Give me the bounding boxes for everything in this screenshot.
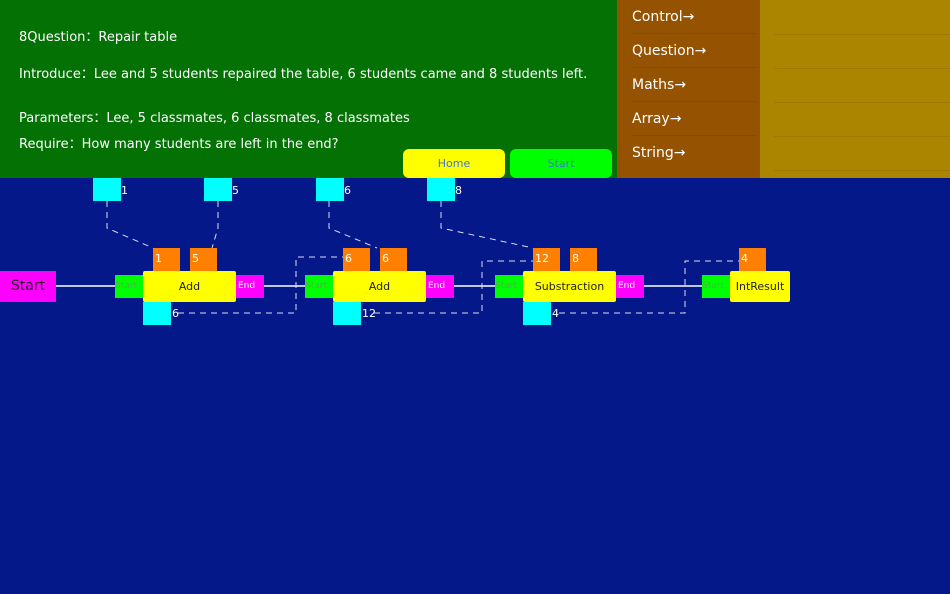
add-block[interactable]: Add: [143, 271, 236, 302]
block-start-port[interactable]: Start: [495, 275, 523, 298]
input-port[interactable]: 6: [380, 248, 407, 271]
input-port[interactable]: 6: [343, 248, 370, 271]
menu-item-control[interactable]: Control→: [632, 0, 757, 34]
block-start-port[interactable]: Start: [115, 275, 143, 298]
category-menu: Control→ Question→ Maths→ Array→ String→: [617, 0, 760, 178]
add-block[interactable]: Add: [333, 271, 426, 302]
input-port[interactable]: 5: [190, 248, 217, 271]
question-introduce: Introduce：Lee and 5 students repaired th…: [19, 67, 588, 82]
block-end-port[interactable]: End: [426, 275, 454, 298]
block-start-port[interactable]: Start: [305, 275, 333, 298]
param-block[interactable]: [427, 178, 455, 201]
output-label: 12: [362, 307, 376, 320]
home-button[interactable]: Home: [403, 149, 505, 178]
input-port[interactable]: 8: [570, 248, 597, 271]
param-label: 8: [455, 184, 462, 197]
block-end-port[interactable]: End: [236, 275, 264, 298]
param-block[interactable]: [316, 178, 344, 201]
menu-item-array[interactable]: Array→: [632, 102, 757, 136]
param-label: 5: [232, 184, 239, 197]
output-port[interactable]: [523, 302, 551, 325]
question-parameters: Parameters：Lee, 5 classmates, 6 classmat…: [19, 111, 410, 126]
param-label: 6: [344, 184, 351, 197]
port-label: Start: [702, 281, 724, 291]
start-button[interactable]: Start: [510, 149, 612, 178]
output-label: 6: [172, 307, 179, 320]
input-port[interactable]: 12: [533, 248, 560, 271]
menu-item-string[interactable]: String→: [632, 145, 686, 161]
param-label: 1: [121, 184, 128, 197]
submenu-panel: [760, 0, 950, 178]
question-panel: 8Question：Repair table Introduce：Lee and…: [0, 0, 617, 178]
param-block[interactable]: [204, 178, 232, 201]
menu-item-question[interactable]: Question→: [632, 34, 757, 68]
output-port[interactable]: [143, 302, 171, 325]
subtraction-block[interactable]: Substraction: [523, 271, 616, 302]
block-end-port[interactable]: End: [616, 275, 644, 298]
question-require: Require：How many students are left in th…: [19, 137, 339, 152]
input-port[interactable]: 1: [153, 248, 180, 271]
int-result-block[interactable]: IntResult: [730, 271, 790, 302]
param-block[interactable]: [93, 178, 121, 201]
output-label: 4: [552, 307, 559, 320]
output-port[interactable]: [333, 302, 361, 325]
port-label: Start: [115, 281, 137, 291]
flow-start-node[interactable]: Start: [0, 271, 56, 302]
input-port[interactable]: 4: [739, 248, 766, 271]
port-label: Start: [495, 281, 517, 291]
question-title: 8Question：Repair table: [19, 30, 178, 45]
port-label: Start: [305, 281, 327, 291]
menu-item-maths[interactable]: Maths→: [632, 68, 757, 102]
block-start-port[interactable]: Start: [702, 275, 730, 298]
